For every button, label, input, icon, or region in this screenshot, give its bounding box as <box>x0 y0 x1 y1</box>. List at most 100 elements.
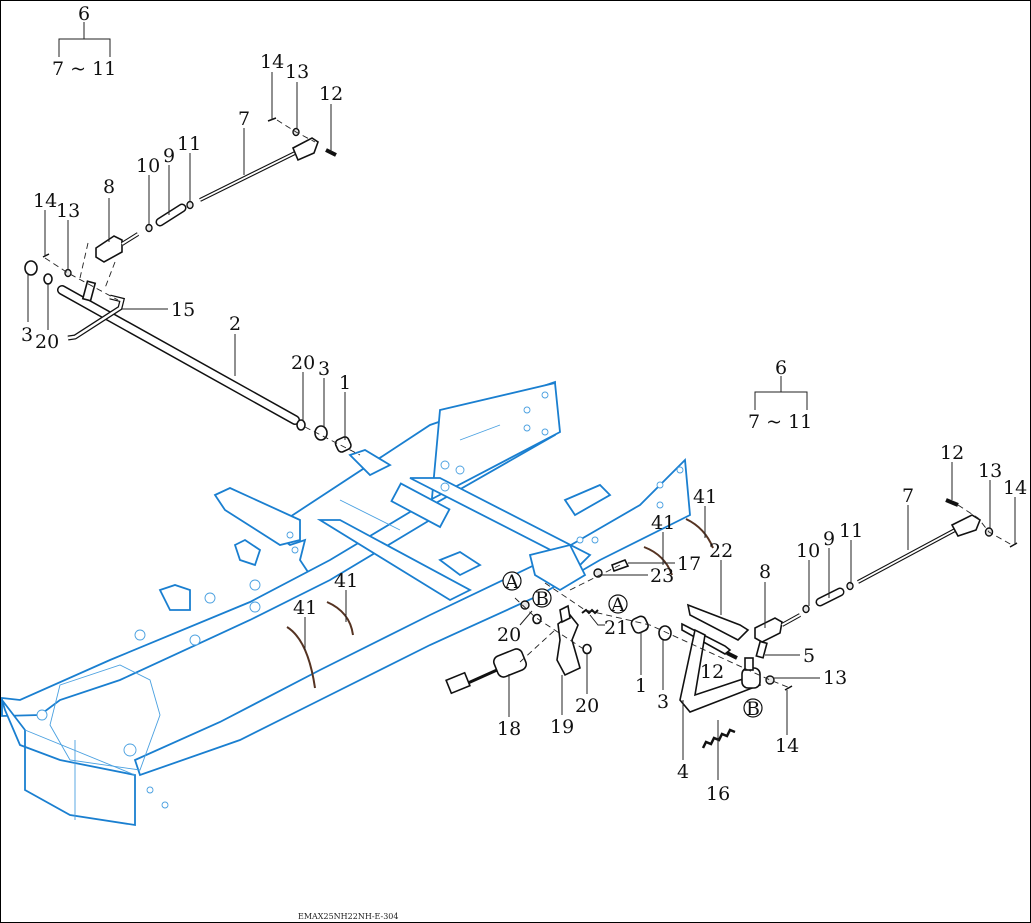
ring-part-13-pedal <box>765 675 775 685</box>
callout-18: 18 <box>497 718 521 740</box>
callout-3-pedal: 3 <box>657 691 669 713</box>
callout-12: 12 <box>319 83 343 105</box>
frame-bracket-pedal <box>528 543 587 592</box>
callout-1-pedal: 1 <box>635 675 647 697</box>
ref-mark-a-2 <box>608 594 628 614</box>
ref-mark-b-1 <box>532 588 552 608</box>
pedal-assembly <box>445 558 801 749</box>
oring-part-20-shaft <box>296 419 306 431</box>
pedal-pad-part-22 <box>686 603 750 641</box>
callout-13-pedal: 13 <box>823 667 847 689</box>
callout-11: 11 <box>177 133 201 155</box>
callout-4: 4 <box>677 761 689 783</box>
frame-bracket-mid <box>438 550 482 577</box>
callout-5: 5 <box>803 645 815 667</box>
callout-2: 2 <box>229 313 241 335</box>
right-rod-assembly <box>802 498 1018 614</box>
spring-part-16 <box>701 728 736 749</box>
callout-10: 10 <box>136 155 160 177</box>
callout-20-pedal-b: 20 <box>575 695 599 717</box>
spring-part-41-c <box>643 546 673 576</box>
frame-bracket-right <box>563 483 612 517</box>
spring-part-41-b <box>326 601 354 636</box>
callout-3-shaft: 3 <box>318 358 330 380</box>
group-label-6-right: 6 <box>775 357 787 379</box>
callout-10-right: 10 <box>796 540 820 562</box>
ref-mark-b-2 <box>743 698 763 718</box>
callout-41-d: 41 <box>693 486 717 508</box>
ring-part-20-a <box>520 600 530 610</box>
callout-13: 13 <box>285 61 309 83</box>
pin-part-12-right <box>945 498 959 507</box>
frame-rail-left <box>1 381 561 717</box>
group-bracket-right <box>754 376 808 410</box>
ref-mark-b-2-label: B <box>746 698 760 720</box>
frame-bracket-small-2 <box>158 584 191 611</box>
ring-part-13 <box>64 268 72 278</box>
reference-marks: A B A B <box>502 571 763 720</box>
nut-part-11-right <box>846 581 854 591</box>
ref-mark-a-1-label: A <box>504 571 519 593</box>
connector-plug <box>445 671 471 695</box>
nut-part-10 <box>145 223 153 233</box>
pin-part-14 <box>42 253 50 258</box>
callout-8-right: 8 <box>759 561 771 583</box>
callout-9: 9 <box>163 145 175 167</box>
lever-part-19 <box>556 613 581 677</box>
callout-13-b: 13 <box>56 200 80 222</box>
callout-16: 16 <box>706 783 730 805</box>
callout-20-shaft: 20 <box>291 352 315 374</box>
ref-mark-a-1 <box>502 571 522 591</box>
frame-front-bumper <box>1 699 136 827</box>
nut-part-10-right <box>802 604 810 614</box>
pin-part-14-pedal <box>784 685 793 691</box>
ref-mark-a-2-label: A <box>610 594 625 616</box>
washer-part-3-pedal <box>658 625 672 641</box>
drawing-code: EMAX25NH22NH-E-304 <box>298 912 398 921</box>
ref-mark-b-1-label: B <box>535 588 549 610</box>
rod-end-clevis <box>291 137 319 162</box>
callout-12-right: 12 <box>940 442 964 464</box>
pin-part-5 <box>755 640 768 659</box>
leader-lines <box>27 72 1016 780</box>
callout-14-pedal: 14 <box>775 735 799 757</box>
callout-17: 17 <box>677 553 701 575</box>
oring-part-20-b <box>582 643 592 655</box>
pin-part-14-right <box>1009 542 1018 548</box>
callout-8: 8 <box>103 176 115 198</box>
callout-20-pedal-a: 20 <box>497 624 521 646</box>
callout-41-b: 41 <box>334 570 358 592</box>
spring-part-41-d <box>685 518 714 549</box>
callout-9-right: 9 <box>823 528 835 550</box>
callout-20: 20 <box>35 331 59 353</box>
callout-7: 7 <box>238 108 250 130</box>
callout-41-a: 41 <box>293 597 317 619</box>
callout-41-c: 41 <box>651 512 675 534</box>
callout-14-b: 14 <box>33 190 57 212</box>
group-range-right: 7 ~ 11 <box>748 411 812 433</box>
clevis-part-8-right <box>754 617 783 643</box>
callout-14: 14 <box>260 51 284 73</box>
pin-part-12 <box>325 148 337 157</box>
pedal-tab <box>744 657 754 671</box>
callout-7-right: 7 <box>902 485 914 507</box>
callout-3: 3 <box>21 324 33 346</box>
callout-21: 21 <box>604 617 628 639</box>
rod-end-clevis-right <box>950 514 981 537</box>
sensor-part-18 <box>492 648 528 678</box>
callout-15: 15 <box>171 299 195 321</box>
bushing-part-1-shaft <box>334 436 352 453</box>
frame-holes <box>36 391 684 809</box>
frame-tube <box>390 482 451 529</box>
pin-part-12-pedal <box>726 651 738 660</box>
group-bracket-left <box>58 22 111 57</box>
left-rod-assembly <box>24 117 361 456</box>
bushing-part-1-pedal <box>630 615 649 634</box>
spring-part-41-a <box>286 626 316 689</box>
callout-13-right: 13 <box>978 460 1002 482</box>
callout-14-right: 14 <box>1003 477 1027 499</box>
callout-labels: 6 7 ~ 11 6 7 ~ 11 14 13 12 7 11 9 10 8 1… <box>21 3 1027 805</box>
frame-bracket-top <box>348 449 392 477</box>
callout-23: 23 <box>650 565 674 587</box>
